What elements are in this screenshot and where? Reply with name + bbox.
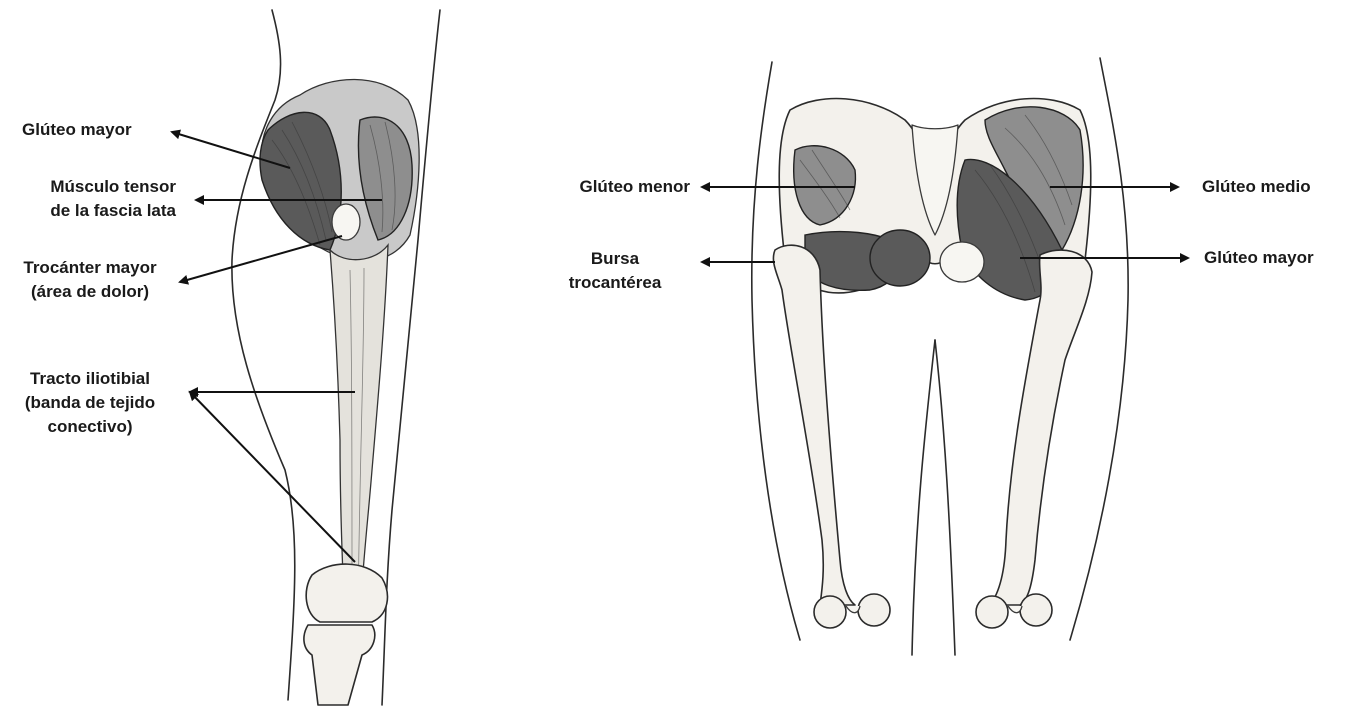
arrow-trocanter: [180, 236, 342, 282]
label-text: Glúteo menor: [510, 175, 690, 199]
label-gluteo-menor: Glúteo menor: [510, 175, 690, 199]
label-tensor-fascia-lata: Músculo tensor de la fascia lata: [0, 175, 176, 223]
label-text: (área de dolor): [0, 280, 180, 304]
label-gluteo-mayor-left: Glúteo mayor: [22, 118, 132, 142]
label-tracto-iliotibial: Tracto iliotibial (banda de tejido conec…: [0, 367, 180, 439]
greater-trochanter-shape: [332, 204, 360, 240]
lateral-thigh-illustration: [232, 10, 440, 705]
label-text: de la fascia lata: [0, 199, 176, 223]
label-text: Glúteo mayor: [1204, 246, 1314, 270]
condyle-left-1: [814, 596, 846, 628]
label-gluteo-mayor-right: Glúteo mayor: [1204, 246, 1314, 270]
label-text: conectivo): [0, 415, 180, 439]
label-text: Trocánter mayor: [0, 256, 180, 280]
femur-condyle-shape: [306, 564, 387, 622]
label-trocanter-mayor: Trocánter mayor (área de dolor): [0, 256, 180, 304]
condyle-left-2: [858, 594, 890, 626]
femur-right-shape: [990, 250, 1092, 605]
arrow-tracto-bottom: [190, 392, 355, 562]
inner-thigh-right: [935, 340, 955, 655]
label-text: Glúteo mayor: [22, 118, 132, 142]
obturator-shape: [870, 230, 930, 286]
label-text: (banda de tejido: [0, 391, 180, 415]
label-text: Tracto iliotibial: [0, 367, 180, 391]
label-text: Bursa: [540, 247, 690, 271]
label-bursa-trocanterea: Bursa trocantérea: [540, 247, 690, 295]
femur-left-shape: [773, 245, 855, 605]
hip-joint-right-shape: [940, 242, 984, 282]
label-text: Glúteo medio: [1202, 175, 1311, 199]
label-text: Músculo tensor: [0, 175, 176, 199]
tensor-fascia-muscle-shape: [260, 112, 341, 250]
label-gluteo-medio: Glúteo medio: [1202, 175, 1311, 199]
posterior-hip-illustration: [752, 58, 1128, 655]
label-text: trocantérea: [540, 271, 690, 295]
inner-thigh-left: [912, 340, 935, 655]
condyle-right-2: [1020, 594, 1052, 626]
condyle-right-1: [976, 596, 1008, 628]
tibia-shape: [304, 625, 375, 705]
